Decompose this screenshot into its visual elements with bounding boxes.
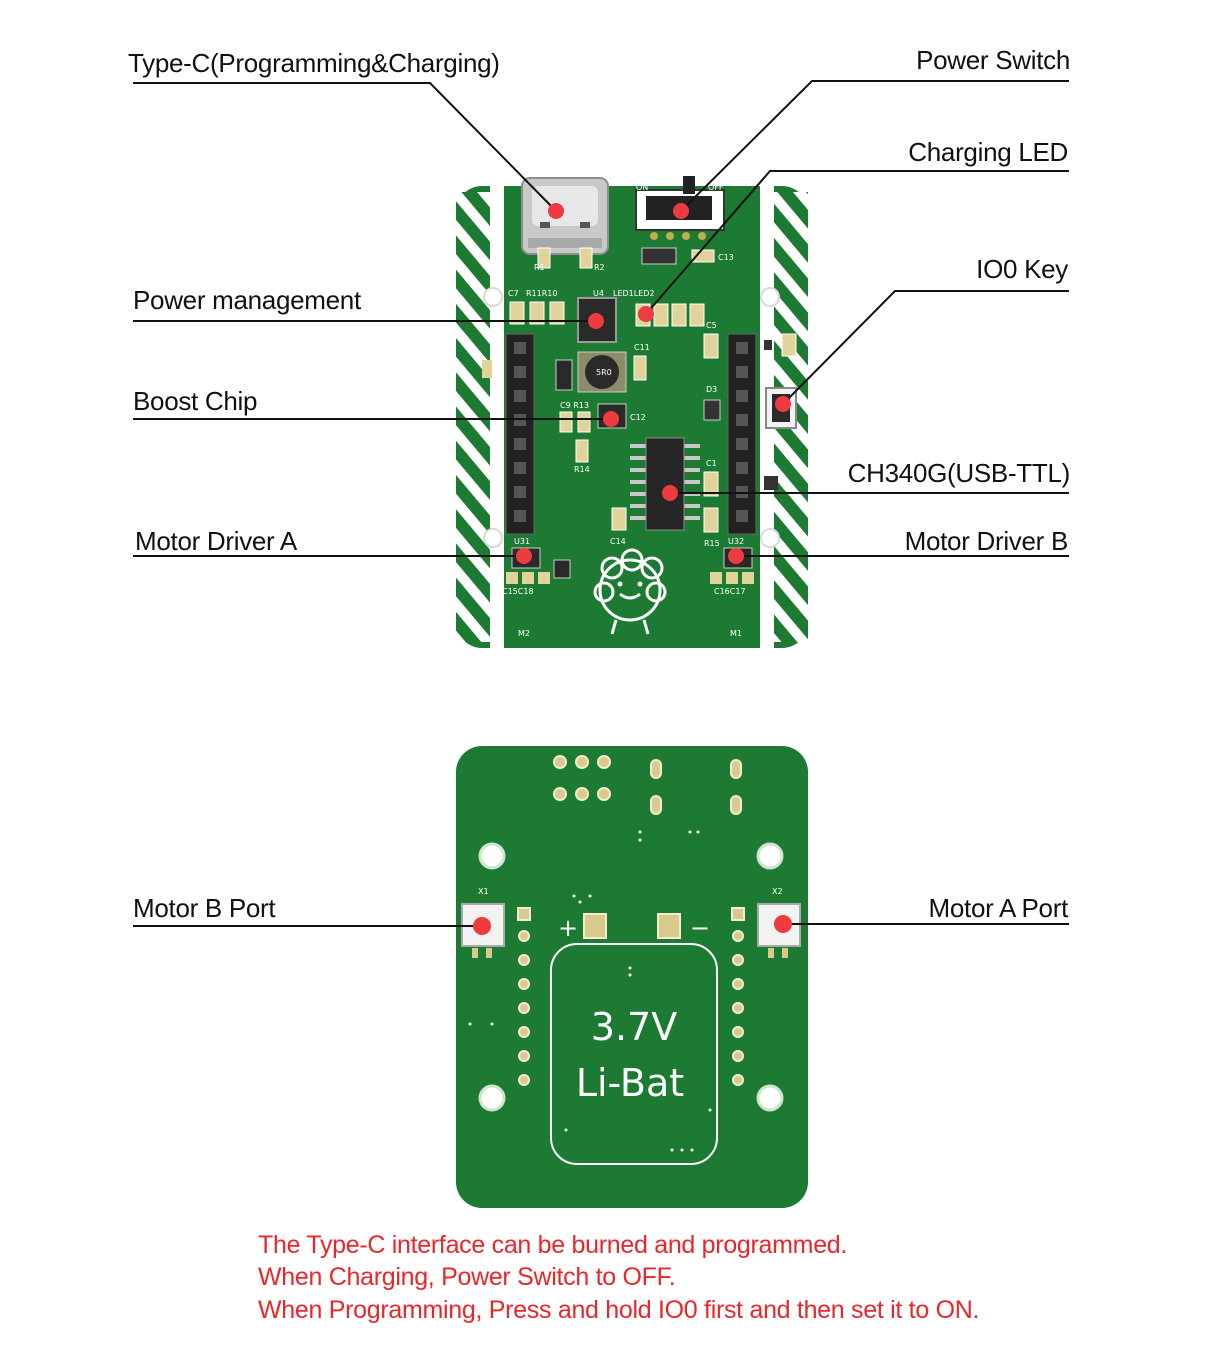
label-power-switch: Power Switch bbox=[916, 45, 1070, 75]
battery-outline bbox=[550, 943, 718, 1165]
mascot-logo bbox=[593, 548, 667, 635]
svg-text:5R0: 5R0 bbox=[596, 368, 612, 377]
svg-text:C15C18: C15C18 bbox=[502, 587, 534, 596]
battery-plus-sign: + bbox=[558, 914, 578, 942]
label-charging-led: Charging LED bbox=[908, 137, 1068, 167]
svg-text:C1: C1 bbox=[706, 459, 717, 468]
svg-text:R2: R2 bbox=[594, 263, 605, 272]
marker-power-management bbox=[588, 313, 604, 329]
label-motor-b-port: Motor B Port bbox=[133, 893, 276, 923]
label-io0-key: IO0 Key bbox=[976, 254, 1068, 284]
label-boost-chip: Boost Chip bbox=[133, 386, 258, 416]
note-line-1: The Type-C interface can be burned and p… bbox=[258, 1231, 848, 1259]
label-ch340g: CH340G(USB-TTL) bbox=[847, 458, 1071, 488]
svg-text:LED1LED2: LED1LED2 bbox=[613, 289, 655, 298]
battery-minus-sign: − bbox=[690, 914, 710, 942]
svg-text:X1: X1 bbox=[478, 887, 489, 896]
label-motor-a-port: Motor A Port bbox=[928, 893, 1069, 923]
svg-text:C13: C13 bbox=[718, 253, 734, 262]
marker-motor-b-port bbox=[473, 917, 491, 935]
note-line-3: When Programming, Press and hold IO0 fir… bbox=[258, 1296, 980, 1324]
marker-motor-driver-a bbox=[516, 548, 532, 564]
right-header bbox=[727, 333, 757, 535]
svg-text:C14: C14 bbox=[610, 537, 626, 546]
svg-text:M1: M1 bbox=[730, 629, 742, 638]
svg-text:C11: C11 bbox=[634, 343, 650, 352]
leader-lines bbox=[133, 80, 1069, 927]
battery-minus-pad bbox=[657, 913, 681, 939]
svg-text:C9 R13: C9 R13 bbox=[560, 401, 589, 410]
marker-motor-a-port bbox=[774, 915, 792, 933]
back-board: X1 X2 + − 3.7V Li-Bat bbox=[456, 746, 808, 1208]
marker-type-c bbox=[548, 203, 564, 219]
svg-text:C12: C12 bbox=[630, 413, 646, 422]
marker-boost-chip bbox=[603, 411, 619, 427]
svg-text:U4: U4 bbox=[593, 289, 604, 298]
label-power-management: Power management bbox=[133, 285, 361, 315]
svg-text:X2: X2 bbox=[772, 887, 783, 896]
marker-charging-led bbox=[638, 306, 654, 322]
label-type-c: Type-C(Programming&Charging) bbox=[128, 48, 500, 78]
label-motor-driver-a: Motor Driver A bbox=[135, 526, 297, 556]
front-board: ON OFF C13 R1 R2 C7 R11R10 U4 LED1LED2 bbox=[456, 176, 808, 648]
marker-power-switch bbox=[673, 203, 689, 219]
battery-type: Li-Bat bbox=[576, 1061, 684, 1105]
svg-text:M2: M2 bbox=[518, 629, 530, 638]
svg-text:C5: C5 bbox=[706, 321, 717, 330]
svg-text:U32: U32 bbox=[728, 537, 744, 546]
marker-motor-driver-b bbox=[728, 548, 744, 564]
svg-text:D3: D3 bbox=[706, 385, 717, 394]
svg-text:C7: C7 bbox=[508, 289, 519, 298]
left-stripes bbox=[456, 192, 490, 642]
svg-text:C16C17: C16C17 bbox=[714, 587, 746, 596]
label-motor-driver-b: Motor Driver B bbox=[904, 526, 1069, 556]
switch-off-label: OFF bbox=[708, 183, 724, 192]
svg-text:R14: R14 bbox=[574, 465, 590, 474]
svg-text:R1: R1 bbox=[534, 263, 545, 272]
battery-plus-pad bbox=[583, 913, 607, 939]
note-line-2: When Charging, Power Switch to OFF. bbox=[258, 1263, 676, 1291]
left-header bbox=[505, 333, 535, 535]
marker-io0-key bbox=[775, 396, 791, 412]
svg-text:R11R10: R11R10 bbox=[526, 289, 557, 298]
svg-text:R15: R15 bbox=[704, 539, 720, 548]
markers bbox=[473, 203, 792, 935]
marker-ch340g bbox=[662, 485, 678, 501]
switch-on-label: ON bbox=[636, 183, 648, 192]
back-pcb bbox=[456, 746, 808, 1208]
battery-voltage: 3.7V bbox=[591, 1005, 677, 1049]
svg-text:U31: U31 bbox=[514, 537, 530, 546]
ch340g-chip bbox=[645, 437, 685, 531]
